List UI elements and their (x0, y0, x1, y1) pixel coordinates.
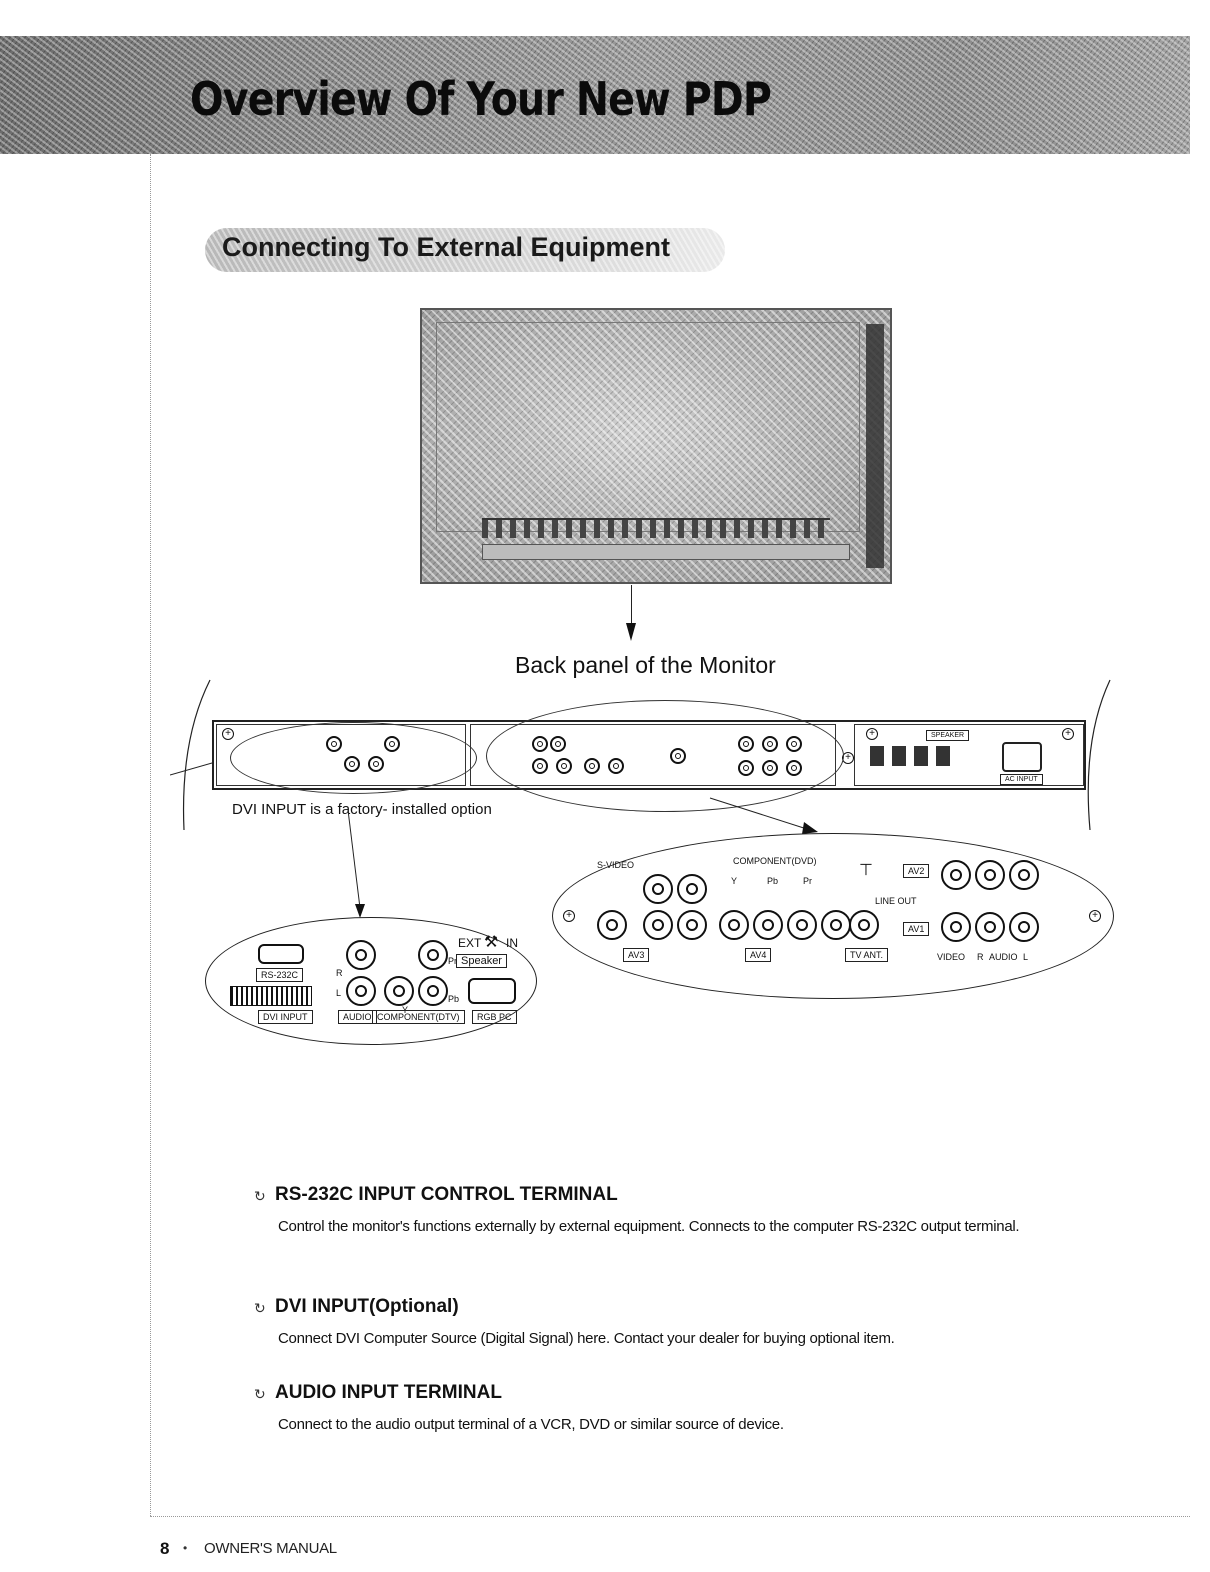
component-jack-icon (753, 910, 783, 940)
svideo-jack-icon (643, 874, 673, 904)
audio-jack-icon (346, 940, 376, 970)
page-number: 8 (160, 1539, 170, 1558)
dvi-input-label: DVI INPUT (258, 1010, 313, 1024)
component-jack-icon (418, 940, 448, 970)
rca-jack-icon (941, 860, 971, 890)
margin-guide-vertical (150, 154, 151, 1516)
dvi-option-note: DVI INPUT is a factory- installed option (232, 801, 492, 818)
video-label: VIDEO (937, 952, 966, 962)
footer-label: OWNER'S MANUAL (204, 1540, 337, 1557)
pr-label: Pr (803, 876, 812, 886)
component-dtv-label: COMPONENT(DTV) (372, 1010, 465, 1024)
rgb-pc-label: RGB PC (472, 1010, 517, 1024)
av4-label: AV4 (745, 948, 772, 962)
pointer-line (631, 585, 632, 625)
rca-jack-icon (975, 860, 1005, 890)
zoom-detail-pc-inputs: RS-232C DVI INPUT R L AUDIO Y Pb Pr COMP… (205, 917, 537, 1045)
dvi-port-icon (230, 986, 312, 1006)
screw-icon: + (563, 910, 575, 922)
wrench-icon: ⚒ (484, 934, 499, 951)
zoom-detail-av-inputs: + S-VIDEO AV3 COMPONENT(DVD) Y Pb Pr AV4… (552, 833, 1114, 999)
monitor-base (482, 544, 850, 560)
screw-icon: + (866, 728, 878, 740)
bullet-icon: ↻ (254, 1300, 266, 1316)
r-label: R (336, 968, 343, 978)
figure-caption: Back panel of the Monitor (515, 652, 776, 678)
highlight-ellipse-pc (230, 722, 477, 794)
audio-label: AUDIO (989, 952, 1018, 962)
monitor-port-row (482, 518, 830, 538)
rca-jack-icon (975, 912, 1005, 942)
section-title: Connecting To External Equipment (222, 232, 671, 262)
item-title-rs232c: RS-232C INPUT CONTROL TERMINAL (275, 1184, 618, 1205)
component-jack-icon (821, 910, 851, 940)
callout-arrows (347, 797, 818, 918)
rs232c-port-icon (258, 944, 304, 964)
int-label: IN (506, 936, 518, 950)
rs232c-label: RS-232C (256, 968, 304, 982)
page-title: Overview Of Your New PDP (190, 72, 772, 126)
audio-jack-icon (346, 976, 376, 1006)
audio-label: AUDIO (338, 1010, 377, 1024)
svideo-jack-icon (597, 910, 627, 940)
monitor-rear-photo (420, 308, 892, 584)
tv-ant-label: TV ANT. (845, 948, 889, 962)
speaker-label: SPEAKER (926, 730, 970, 741)
line-out-label: LINE OUT (875, 896, 917, 906)
component-jack-icon (418, 976, 448, 1006)
header-banner (0, 36, 1190, 154)
antenna-jack-icon (849, 910, 879, 940)
rca-jack-icon (677, 910, 707, 940)
ac-socket-icon (1002, 742, 1042, 772)
item-desc-rs232c: Control the monitor's functions external… (278, 1218, 1020, 1235)
margin-guide-horizontal (150, 1516, 1190, 1517)
component-dvd-label: COMPONENT(DVD) (733, 856, 817, 866)
monitor-frame (436, 322, 860, 532)
screw-icon: + (1062, 728, 1074, 740)
item-desc-audio: Connect to the audio output terminal of … (278, 1416, 784, 1433)
monitor-edge (866, 324, 884, 568)
pr-label: Pr (448, 956, 457, 966)
rca-jack-icon (941, 912, 971, 942)
bullet-icon: ↻ (254, 1188, 266, 1204)
svideo-label: S-VIDEO (597, 860, 635, 870)
pb-label: Pb (767, 876, 779, 886)
rca-jack-icon (643, 910, 673, 940)
l-label: L (336, 988, 342, 998)
arrow-down-icon (626, 623, 636, 641)
footer-bullet-icon: • (183, 1541, 188, 1555)
l-label: L (1023, 952, 1029, 962)
rgb-pc-port-icon (468, 978, 516, 1004)
panel-section-power (854, 724, 1084, 786)
av2-label: AV2 (903, 864, 930, 878)
component-jack-icon (719, 910, 749, 940)
av1-label: AV1 (903, 922, 930, 936)
av3-label: AV3 (623, 948, 650, 962)
item-title-dvi: DVI INPUT(Optional) (275, 1296, 459, 1317)
ext-label: EXT (458, 936, 482, 950)
pb-label: Pb (448, 994, 460, 1004)
ac-input-label: AC INPUT (1000, 774, 1043, 785)
screw-icon: + (222, 728, 234, 740)
rca-jack-icon (1009, 912, 1039, 942)
y-label: Y (731, 876, 738, 886)
bullet-icon: ↻ (254, 1386, 266, 1402)
svideo-jack-icon (677, 874, 707, 904)
section-heading-background (205, 228, 725, 272)
item-title-audio: AUDIO INPUT TERMINAL (275, 1382, 502, 1403)
speaker-terminals (870, 746, 956, 766)
component-jack-icon (384, 976, 414, 1006)
speaker-switch-label: Speaker (456, 954, 507, 968)
item-desc-dvi: Connect DVI Computer Source (Digital Sig… (278, 1330, 895, 1347)
r-label: R (977, 952, 984, 962)
antenna-icon: ⊤ (859, 862, 873, 879)
component-jack-icon (787, 910, 817, 940)
screw-icon: + (1089, 910, 1101, 922)
rca-jack-icon (1009, 860, 1039, 890)
highlight-ellipse-av (486, 700, 844, 812)
